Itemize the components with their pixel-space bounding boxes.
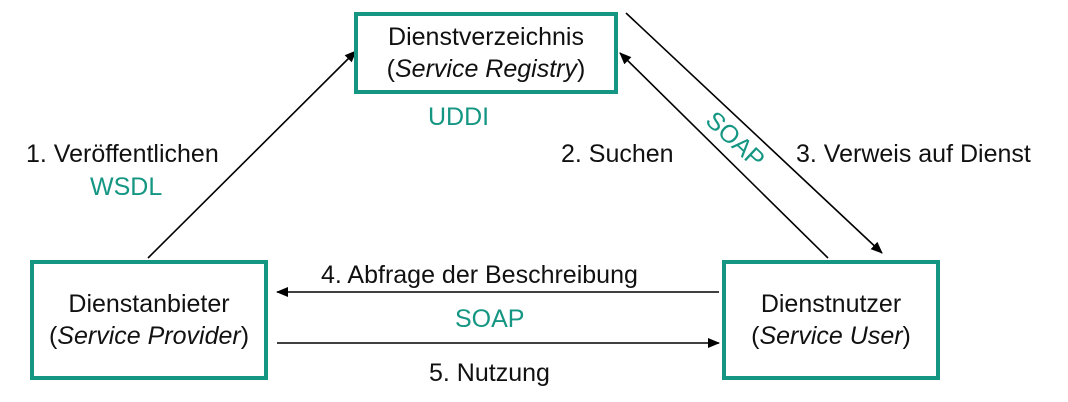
- registry-subtitle-text: Service Registry: [395, 55, 577, 83]
- user-subtitle-text: Service User: [759, 322, 903, 350]
- reference-arrow: [625, 12, 883, 254]
- provider-node: Dienstanbieter (Service Provider): [30, 260, 268, 380]
- registry-node: Dienstverzeichnis (Service Registry): [354, 12, 618, 94]
- registry-title: Dienstverzeichnis: [388, 23, 584, 51]
- user-subtitle: (Service User): [751, 322, 911, 350]
- publish-arrow: [147, 50, 357, 259]
- uddi-label: UDDI: [428, 103, 490, 131]
- soap-middle-label: SOAP: [455, 305, 525, 333]
- wsdl-label: WSDL: [90, 173, 163, 201]
- reference-label: 3. Verweis auf Dienst: [796, 140, 1031, 168]
- query-label: 4. Abfrage der Beschreibung: [321, 261, 638, 289]
- provider-title: Dienstanbieter: [68, 290, 230, 318]
- search-arrow: [619, 52, 829, 259]
- user-title: Dienstnutzer: [760, 290, 902, 318]
- provider-subtitle: (Service Provider): [48, 322, 250, 350]
- registry-subtitle: (Service Registry): [386, 55, 586, 83]
- use-label: 5. Nutzung: [429, 359, 550, 387]
- search-label: 2. Suchen: [561, 140, 674, 168]
- provider-subtitle-text: Service Provider: [57, 322, 241, 350]
- user-node: Dienstnutzer (Service User): [722, 260, 940, 380]
- publish-label: 1. Veröffentlichen: [26, 140, 219, 168]
